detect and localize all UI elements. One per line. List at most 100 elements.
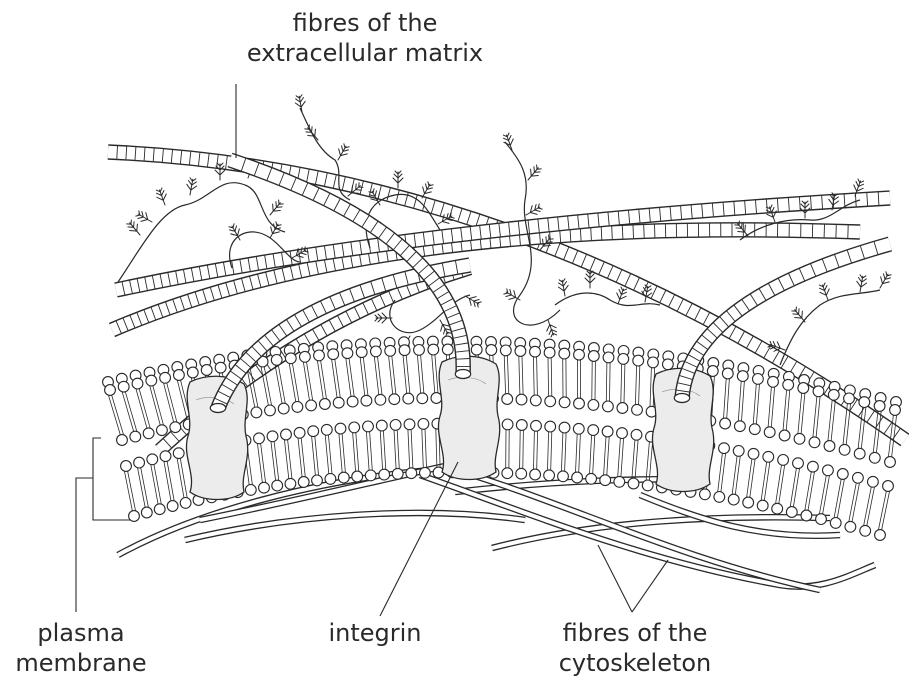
phospholipid-head	[714, 492, 725, 503]
phospholipid-head	[531, 420, 542, 431]
phospholipid-head	[617, 428, 628, 439]
phospholipid-head	[347, 396, 358, 407]
phospholipid-head	[720, 418, 731, 429]
phospholipid-head	[648, 357, 659, 368]
phospholipid-head	[763, 451, 774, 462]
phospholipid-head	[333, 397, 344, 408]
label-plasma-line1: plasma	[6, 618, 156, 648]
phospholipid-head	[154, 504, 165, 515]
phospholipid-head	[294, 427, 305, 438]
phospholipid-head	[173, 448, 184, 459]
phospholipid-head	[502, 419, 513, 430]
phospholipid-head	[733, 446, 744, 457]
phospholipid-head	[349, 422, 360, 433]
leader-integrin	[380, 462, 458, 616]
phospholipid-head	[869, 452, 880, 463]
phospholipid-head	[442, 344, 453, 355]
phospholipid-head	[618, 354, 629, 365]
phospholipid-head	[134, 457, 145, 468]
phospholipid-head	[875, 530, 886, 541]
phospholipid-head	[325, 474, 336, 485]
phospholipid-head	[259, 482, 270, 493]
phospholipid-head	[530, 469, 541, 480]
label-ecm-fibres: fibres of the extracellular matrix	[200, 8, 530, 68]
phospholipid-head	[418, 419, 429, 430]
phospholipid-head	[105, 385, 116, 396]
phospholipid-head	[187, 367, 198, 378]
phospholipid-head	[602, 426, 613, 437]
phospholipid-head	[141, 507, 152, 518]
phospholipid-head	[385, 345, 396, 356]
phospholipid-head	[420, 467, 431, 478]
phospholipid-head	[328, 349, 339, 360]
phospholipid-head	[300, 351, 311, 362]
phospholipid-head	[431, 393, 442, 404]
phospholipid-head	[722, 368, 733, 379]
phospholipid-head	[143, 428, 154, 439]
phospholipid-head	[632, 404, 643, 415]
phospholipid-head	[321, 424, 332, 435]
phospholipid-head	[823, 465, 834, 476]
phospholipid-head	[417, 393, 428, 404]
phospholipid-head	[117, 435, 128, 446]
phospholipid-head	[586, 473, 597, 484]
phospholipid-head	[824, 441, 835, 452]
phospholipid-head	[772, 503, 783, 514]
phospholipid-head	[404, 419, 415, 430]
phospholipid-head	[753, 374, 764, 385]
phospholipid-head	[320, 399, 331, 410]
phospholipid-head	[306, 400, 317, 411]
phospholipid-head	[515, 346, 526, 357]
phospholipid-head	[502, 394, 513, 405]
label-cyto-line2: cytoskeleton	[520, 648, 750, 678]
phospholipid-head	[868, 476, 879, 487]
phospholipid-head	[798, 383, 809, 394]
phospholipid-head	[544, 347, 555, 358]
phospholipid-head	[816, 514, 827, 525]
phospholipid-head	[813, 386, 824, 397]
matrix-sprig	[393, 171, 403, 188]
matrix-sprig	[524, 202, 544, 219]
matrix-sprig	[855, 274, 868, 292]
phospholipid-head	[147, 454, 158, 465]
phospholipid-head	[748, 448, 759, 459]
phospholipid-head	[837, 469, 848, 480]
phospholipid-head	[793, 458, 804, 469]
matrix-sprig	[557, 278, 570, 296]
phospholipid-head	[719, 443, 730, 454]
phospholipid-head	[245, 485, 256, 496]
phospholipid-head	[516, 394, 527, 405]
phospholipid-head	[663, 359, 674, 370]
phospholipid-head	[801, 510, 812, 521]
phospholipid-head	[500, 345, 511, 356]
label-plasma-membrane: plasma membrane	[6, 618, 156, 678]
phospholipid-head	[574, 398, 585, 409]
phospholipid-head	[356, 347, 367, 358]
phospholipid-head	[298, 477, 309, 488]
phospholipid-head	[271, 355, 282, 366]
phospholipid-head	[308, 426, 319, 437]
phospholipid-head	[890, 405, 901, 416]
phospholipid-head	[376, 420, 387, 431]
phospholipid-head	[749, 424, 760, 435]
phospholipid-head	[574, 349, 585, 360]
phospholipid-head	[600, 475, 611, 486]
phospholipid-head	[342, 348, 353, 359]
phospholipid-head	[737, 371, 748, 382]
phospholipid-head	[130, 431, 141, 442]
phospholipid-head	[406, 468, 417, 479]
phospholipid-head	[558, 471, 569, 482]
label-cytoskeleton-fibres: fibres of the cytoskeleton	[520, 618, 750, 678]
phospholipid-head	[285, 478, 296, 489]
phospholipid-head	[292, 402, 303, 413]
label-ecm-line1: fibres of the	[200, 8, 530, 38]
label-plasma-line2: membrane	[6, 648, 156, 678]
phospholipid-head	[375, 394, 386, 405]
phospholipid-head	[129, 511, 140, 522]
label-integrin: integrin	[300, 618, 450, 648]
matrix-sprig	[334, 143, 351, 163]
phospholipid-head	[631, 429, 642, 440]
phospholipid-head	[559, 397, 570, 408]
phospholipid-head	[828, 389, 839, 400]
